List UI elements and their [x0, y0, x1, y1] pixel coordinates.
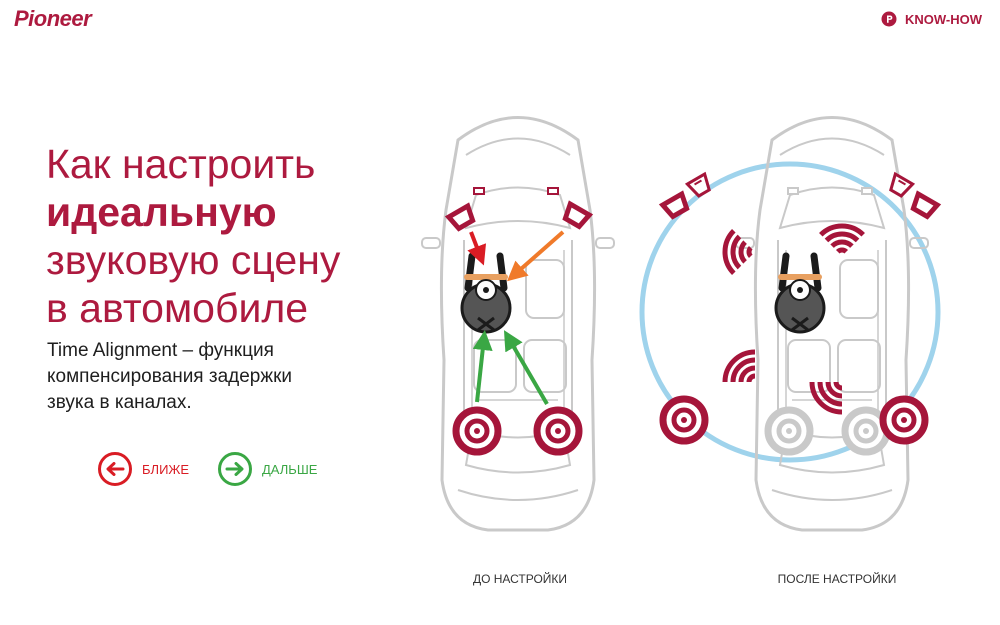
- legend-closer: БЛИЖЕ: [98, 452, 189, 486]
- know-how-label: KNOW-HOW: [905, 11, 982, 27]
- description-line-3: звука в каналах.: [47, 392, 192, 413]
- headline-line-3: звуковую сцену: [46, 237, 341, 283]
- legend-closer-label: БЛИЖЕ: [142, 461, 190, 477]
- car-before: [420, 116, 616, 532]
- virtual-rear-right-woofer-icon: [883, 399, 925, 441]
- dash-tweeter-right-icon: [547, 187, 559, 195]
- driver-after-icon: [776, 256, 824, 332]
- virtual-tweeter-left-icon: [685, 172, 715, 200]
- sound-waves-rear-left-icon: [725, 352, 755, 382]
- legend-farther-label: ДАЛЬШЕ: [262, 461, 318, 477]
- arrow-orange: [506, 230, 565, 282]
- rear-left-woofer-icon: [456, 410, 498, 452]
- pioneer-logo[interactable]: Pioneer: [14, 6, 92, 31]
- sound-waves-rear-right-icon: [812, 382, 842, 412]
- description-line-2: компенсирования задержки: [47, 366, 293, 387]
- headline-line-1: Как настроить: [46, 141, 316, 187]
- car-after: [639, 116, 942, 532]
- caption-after: ПОСЛЕ НАСТРОЙКИ: [777, 572, 897, 586]
- dash-tweeter-left-ghost-icon: [787, 187, 799, 195]
- caption-before: ДО НАСТРОЙКИ: [472, 572, 568, 586]
- sound-waves-front-right-icon: [821, 214, 863, 256]
- description: Time Alignment – функция компенсирования…: [47, 338, 407, 416]
- arrow-green-left: [472, 330, 493, 403]
- car-outline-before: [420, 116, 616, 532]
- arrow-green-right: [503, 330, 549, 406]
- arrow-right-icon: [218, 452, 252, 486]
- arrow-left-icon: [98, 452, 132, 486]
- virtual-front-left-speaker-icon: [658, 190, 690, 220]
- legend-farther: ДАЛЬШЕ: [218, 452, 317, 486]
- driver-before-icon: [462, 256, 510, 332]
- headline-line-4: в автомобиле: [46, 285, 309, 331]
- description-line-1: Time Alignment – функция: [47, 340, 274, 361]
- headline: Как настроить идеальную звуковую сцену в…: [46, 140, 406, 332]
- dash-tweeter-left-icon: [473, 187, 485, 195]
- sound-circle: [639, 161, 941, 463]
- dash-tweeter-right-ghost-icon: [861, 187, 873, 195]
- virtual-tweeter-right-icon: [885, 172, 915, 200]
- know-how-link[interactable]: KNOW-HOW: [881, 10, 982, 28]
- virtual-front-right-speaker-icon: [910, 190, 942, 220]
- front-left-speaker-icon: [444, 202, 476, 232]
- rear-right-woofer-icon: [537, 410, 579, 452]
- virtual-rear-left-woofer-icon: [663, 399, 705, 441]
- front-right-speaker-icon: [562, 200, 594, 230]
- bulb-icon: [881, 11, 897, 27]
- rear-left-woofer-ghost-icon: [768, 410, 810, 452]
- headline-line-2: идеальную: [46, 189, 277, 235]
- arrow-red: [467, 231, 487, 266]
